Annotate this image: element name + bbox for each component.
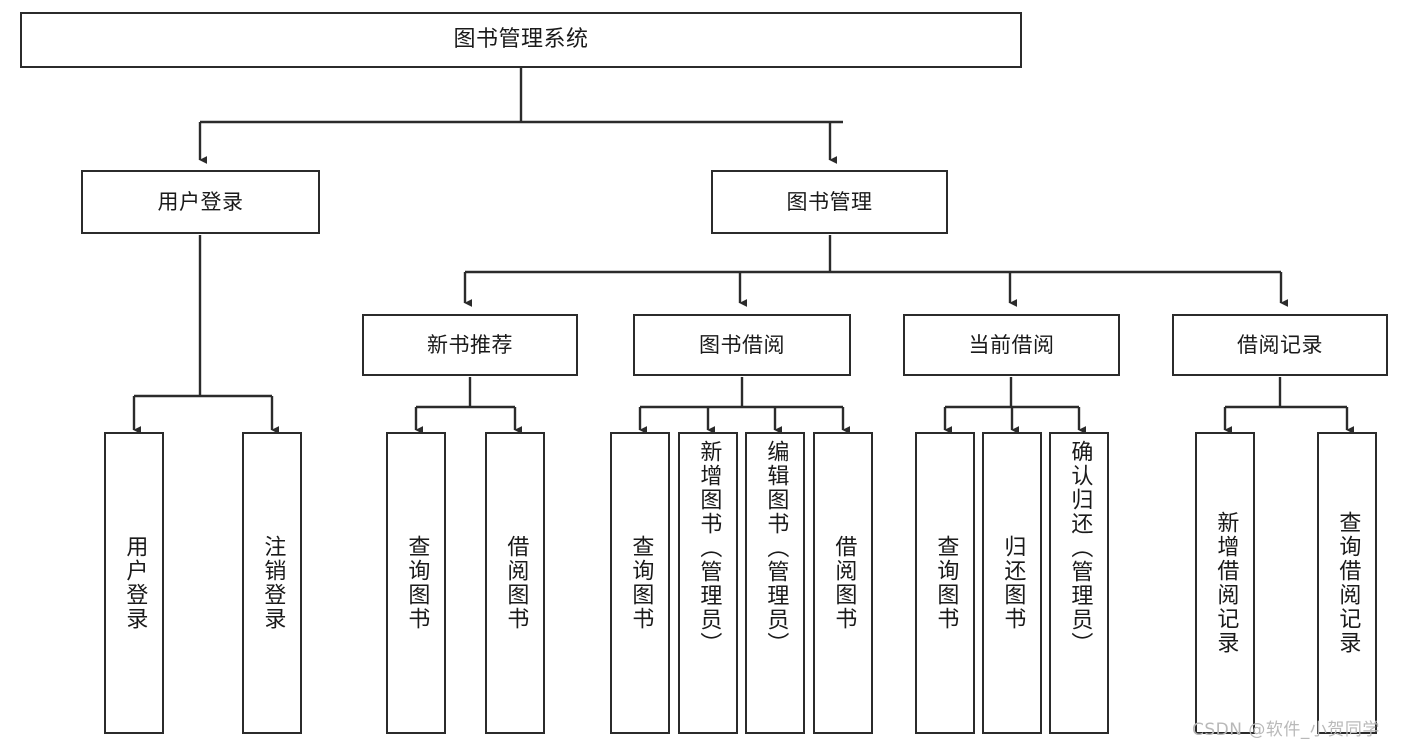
node-label: 图书管理 [786, 189, 873, 214]
node-label: 查询图书 [933, 535, 959, 631]
node-root-book-management-system[interactable]: 图书管理系统 [20, 12, 1022, 68]
node-label: 注销登录 [260, 535, 286, 631]
leaf-book-borrow-query-book[interactable]: 查询图书 [610, 432, 670, 734]
node-label: 图书借阅 [699, 332, 785, 357]
leaf-new-book-query-book[interactable]: 查询图书 [386, 432, 446, 734]
node-label: 新增图书（管理员） [696, 440, 722, 656]
csdn-watermark: CSDN @软件_小贺同学 [1192, 720, 1380, 740]
leaf-book-borrow-edit-book-admin[interactable]: 编辑图书（管理员） [745, 432, 805, 734]
leaf-book-borrow-add-book-admin[interactable]: 新增图书（管理员） [678, 432, 738, 734]
node-new-book-recommend[interactable]: 新书推荐 [362, 314, 578, 376]
leaf-user-login-logout[interactable]: 注销登录 [242, 432, 302, 734]
leaf-current-borrow-query-book[interactable]: 查询图书 [915, 432, 975, 734]
leaf-new-book-borrow-book[interactable]: 借阅图书 [485, 432, 545, 734]
node-label: 借阅图书 [831, 535, 857, 631]
node-label: 查询借阅记录 [1335, 511, 1361, 655]
node-label: 新书推荐 [427, 332, 513, 357]
node-label: 查询图书 [628, 535, 654, 631]
leaf-book-borrow-borrow-book[interactable]: 借阅图书 [813, 432, 873, 734]
node-label: 新增借阅记录 [1213, 511, 1239, 655]
node-borrow-record[interactable]: 借阅记录 [1172, 314, 1388, 376]
node-book-management[interactable]: 图书管理 [711, 170, 948, 234]
node-label: 查询图书 [404, 535, 430, 631]
node-current-borrow[interactable]: 当前借阅 [903, 314, 1120, 376]
node-label: 用户登录 [157, 189, 244, 214]
node-label: 借阅图书 [503, 535, 529, 631]
node-label: 用户登录 [122, 535, 148, 631]
leaf-borrow-record-query-record[interactable]: 查询借阅记录 [1317, 432, 1377, 734]
node-label: 借阅记录 [1237, 332, 1323, 357]
leaf-current-borrow-confirm-return-admin[interactable]: 确认归还（管理员） [1049, 432, 1109, 734]
node-label: 编辑图书（管理员） [763, 440, 789, 656]
node-book-borrow[interactable]: 图书借阅 [633, 314, 851, 376]
leaf-current-borrow-return-book[interactable]: 归还图书 [982, 432, 1042, 734]
node-label: 图书管理系统 [453, 27, 589, 53]
node-user-login[interactable]: 用户登录 [81, 170, 320, 234]
node-label: 当前借阅 [968, 332, 1055, 357]
leaf-borrow-record-add-record[interactable]: 新增借阅记录 [1195, 432, 1255, 734]
leaf-user-login-login[interactable]: 用户登录 [104, 432, 164, 734]
node-label: 确认归还（管理员） [1067, 440, 1093, 656]
node-label: 归还图书 [1000, 535, 1026, 631]
